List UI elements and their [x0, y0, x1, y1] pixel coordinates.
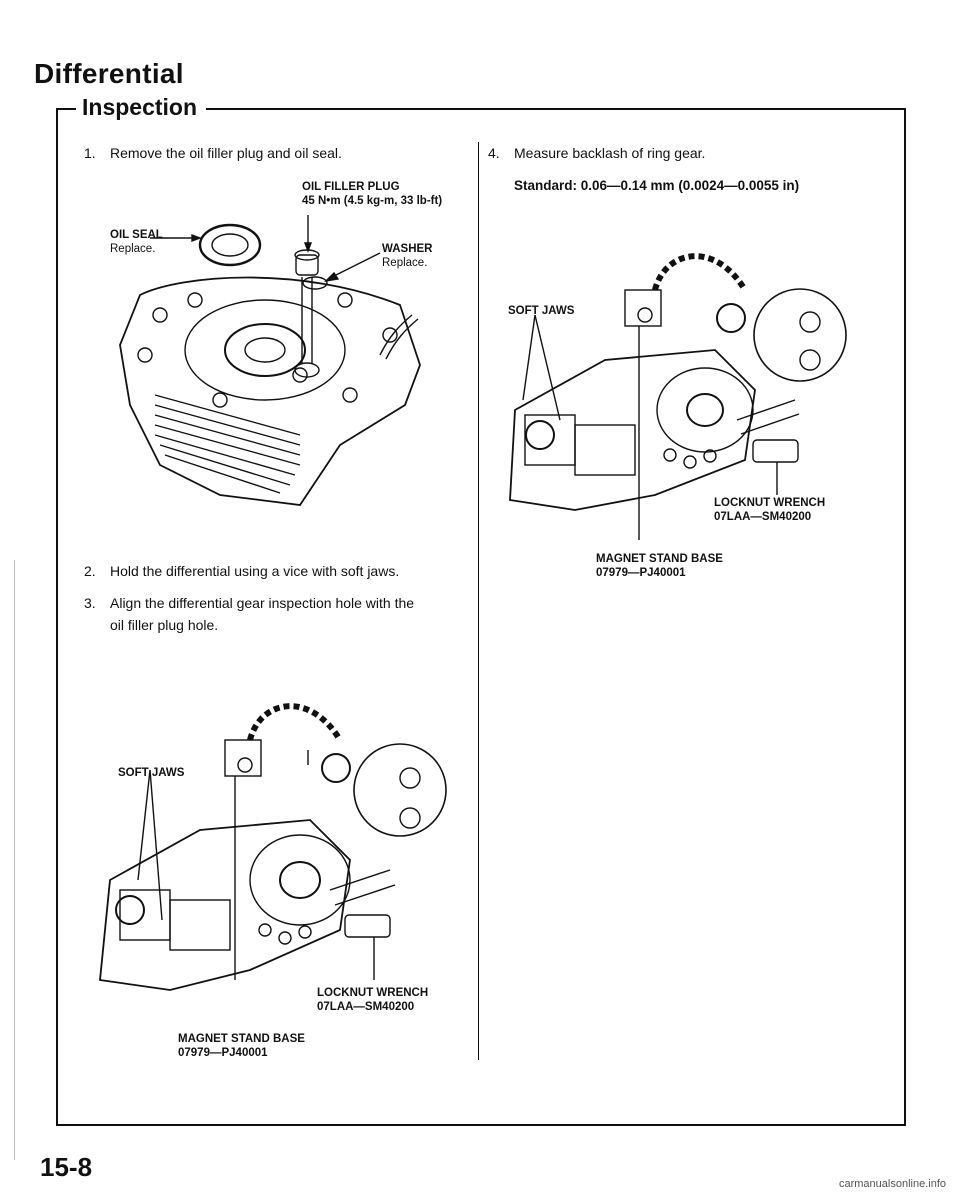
part-number: 07979—PJ40001: [178, 1047, 268, 1059]
page-title: Differential: [34, 58, 184, 89]
oil-filler-plug-label: OIL FILLER PLUG 45 N•m (4.5 kg-m, 33 lb-…: [302, 180, 442, 208]
washer-label: WASHER Replace.: [382, 242, 432, 270]
label-text: LOCKNUT WRENCH: [714, 497, 826, 509]
label-text: MAGNET STAND BASE: [596, 553, 723, 565]
step-text-cont: oil filler plug hole.: [110, 617, 219, 633]
torque-spec: 45 N•m (4.5 kg-m, 33 lb-ft): [302, 195, 443, 207]
page-edge-line: [14, 560, 15, 1160]
part-number: 07LAA—SM40200: [714, 511, 812, 523]
step-text: Measure backlash of ring gear.: [514, 145, 706, 161]
column-divider: [478, 142, 479, 1060]
step-3: 3. Align the differential gear inspection…: [84, 592, 414, 636]
label-note: Replace.: [110, 243, 156, 255]
step-text: Hold the differential using a vice with …: [110, 563, 400, 579]
label-text: MAGNET STAND BASE: [178, 1033, 305, 1045]
step-number: 4.: [488, 145, 500, 161]
backlash-measurement-illustration: [509, 253, 847, 540]
step-text: Remove the oil filler plug and oil seal.: [110, 145, 342, 161]
soft-jaws-label: SOFT JAWS: [118, 767, 185, 779]
frame-bottom: [56, 1124, 906, 1126]
label-text: LOCKNUT WRENCH: [317, 987, 429, 999]
label-text: OIL SEAL: [110, 229, 163, 241]
section-title: Inspection: [82, 94, 198, 120]
watermark: carmanualsonline.info: [838, 1178, 946, 1190]
step-text: Align the differential gear inspection h…: [110, 595, 415, 611]
magnet-stand-base-label: MAGNET STAND BASE 07979—PJ40001: [178, 1032, 305, 1060]
backlash-standard: Standard: 0.06—0.14 mm (0.0024—0.0055 in…: [514, 178, 800, 193]
frame-top-left: [56, 108, 76, 110]
oil-seal-label: OIL SEAL Replace.: [110, 228, 163, 256]
step-number: 3.: [84, 595, 96, 611]
backlash-setup-illustration: [99, 703, 447, 991]
magnet-stand-base-label: MAGNET STAND BASE 07979—PJ40001: [596, 552, 723, 580]
step-4: 4. Measure backlash of ring gear.: [488, 142, 705, 164]
differential-housing-illustration: [119, 215, 421, 506]
label-text: WASHER: [382, 243, 433, 255]
part-number: 07LAA—SM40200: [317, 1001, 415, 1013]
step-1: 1. Remove the oil filler plug and oil sea…: [84, 142, 342, 164]
step-2: 2. Hold the differential using a vice wit…: [84, 560, 399, 582]
locknut-wrench-label: LOCKNUT WRENCH 07LAA—SM40200: [317, 986, 428, 1014]
soft-jaws-label: SOFT JAWS: [508, 305, 575, 317]
label-note: Replace.: [382, 257, 428, 269]
frame-right: [904, 108, 906, 1126]
locknut-wrench-label: LOCKNUT WRENCH 07LAA—SM40200: [714, 496, 825, 524]
page-number: 15-8: [40, 1152, 93, 1182]
frame-left: [56, 108, 58, 1126]
part-number: 07979—PJ40001: [596, 567, 686, 579]
step-number: 1.: [84, 145, 96, 161]
label-text: OIL FILLER PLUG: [302, 181, 400, 193]
frame-top-right: [206, 108, 906, 110]
step-number: 2.: [84, 563, 96, 579]
